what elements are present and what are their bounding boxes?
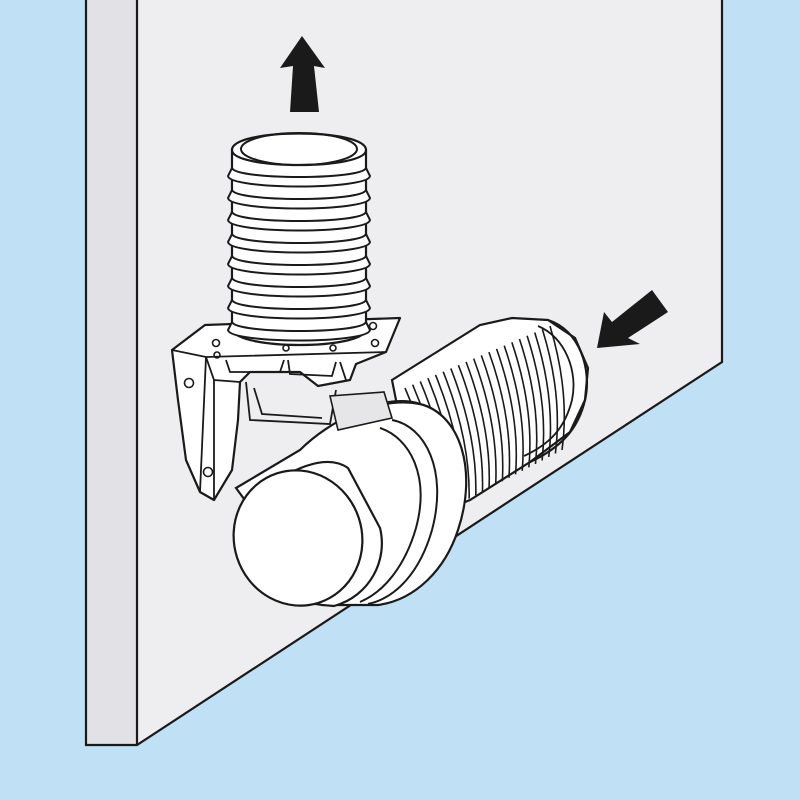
hose-rib	[450, 368, 477, 496]
outlet-hose-rib	[226, 187, 372, 210]
outlet-cap-face	[232, 469, 364, 607]
hose-rib	[518, 338, 538, 464]
hose-rib	[511, 342, 531, 468]
hose-rib	[457, 364, 484, 492]
outlet-hose-opening	[240, 132, 358, 166]
hose-rib	[480, 355, 504, 482]
inlet-flow-arrow-icon	[597, 290, 668, 348]
panel-edge	[86, 0, 137, 745]
outlet-hose-rib	[226, 275, 372, 298]
hose-rib	[526, 335, 545, 461]
hose-rib	[549, 325, 566, 451]
hose-rib	[465, 361, 491, 489]
hose-rib	[442, 371, 470, 499]
outlet-flow-arrow-icon	[280, 36, 325, 112]
hose-rib	[541, 329, 559, 454]
hose-rib	[472, 358, 497, 485]
elbow-front-outlet	[232, 460, 383, 608]
outlet-hose-rib	[226, 231, 372, 254]
hose-rib	[503, 345, 524, 471]
hose-rib	[533, 332, 552, 458]
outlet-hose-rib	[226, 297, 372, 320]
outlet-hose-rib	[226, 209, 372, 232]
corrugated-outlet-hose	[226, 132, 372, 347]
hose-rib	[488, 351, 511, 478]
outlet-hose-rib	[226, 253, 372, 276]
outlet-hose-rib	[226, 165, 372, 188]
hose-rib	[495, 348, 518, 475]
outlet-hose-rib	[226, 319, 372, 342]
